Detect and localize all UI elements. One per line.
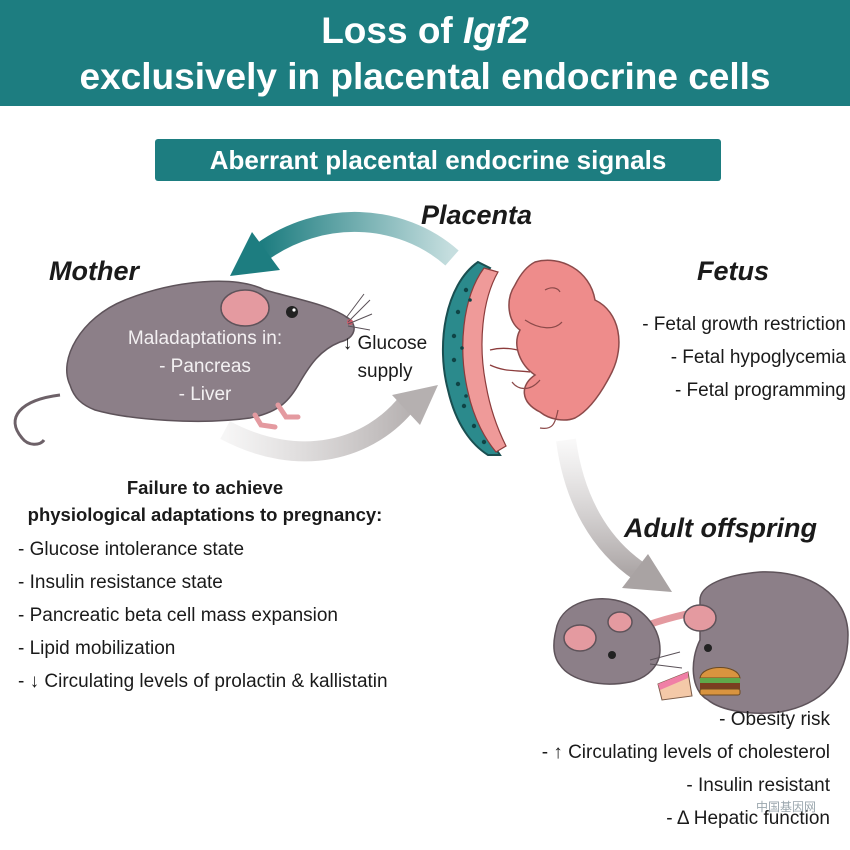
watermark: 中国基因网 [756,800,817,814]
fetus-effects-list: - Fetal growth restriction - Fetal hypog… [580,308,846,407]
maternal-failure-item: - Pancreatic beta cell mass expansion [18,605,338,626]
adult-effect-item: - Insulin resistant [686,775,830,796]
title-line-2: exclusively in placental endocrine cells [79,56,771,97]
adult-effect-item: - Δ Hepatic function [666,808,830,829]
fetus-effect-item: - Fetal growth restriction [642,314,846,335]
cake-icon [657,671,693,701]
maladaptation-item: - Liver [178,384,232,405]
fetus-effect-item: - Fetal programming [674,380,846,401]
maternal-failure-item: - Glucose intolerance state [18,539,245,560]
placenta-icon [441,260,541,456]
subtitle-banner: Aberrant placental endocrine signals [155,139,721,181]
mother-maladaptations: Maladaptations in: - Pancreas - Liver [110,325,300,409]
maternal-failure-list: - Glucose intolerance state - Insulin re… [18,533,388,698]
maternal-failure-heading: Failure to achieve physiological adaptat… [27,477,383,525]
mother-mouse-icon [13,280,373,446]
gene-name: Igf2 [463,10,529,51]
fetus-effect-item: - Fetal hypoglycemia [670,347,846,368]
fetus-label: Fetus [697,256,770,286]
adult-effect-item: - Obesity risk [719,709,830,730]
adult-effect-item: - ↑ Circulating levels of cholesterol [541,742,830,763]
maladaptations-heading: Maladaptations in: [127,328,283,349]
mother-label: Mother [49,256,139,286]
adult-effects-list: - Obesity risk - ↑ Circulating levels of… [480,703,830,835]
placenta-label: Placenta [421,200,533,230]
maladaptation-item: - Pancreas [159,356,251,377]
maternal-failure-item: - ↓ Circulating levels of prolactin & ka… [18,671,388,692]
burger-icon [699,667,741,696]
glucose-supply-label: ↓ Glucose supply [342,333,428,382]
title-banner: Loss of Igf2 exclusively in placental en… [0,0,850,106]
maternal-failure-item: - Insulin resistance state [18,572,223,593]
fetus-to-adult-arrow [556,438,672,592]
placenta-to-mother-arrow [230,211,459,276]
title-line-1: Loss of Igf2 [321,10,529,51]
mother-to-placenta-arrow [220,385,438,462]
fetus-icon [508,259,620,430]
maternal-failure-item: - Lipid mobilization [18,638,176,659]
adult-offspring-label: Adult offspring [624,513,817,543]
